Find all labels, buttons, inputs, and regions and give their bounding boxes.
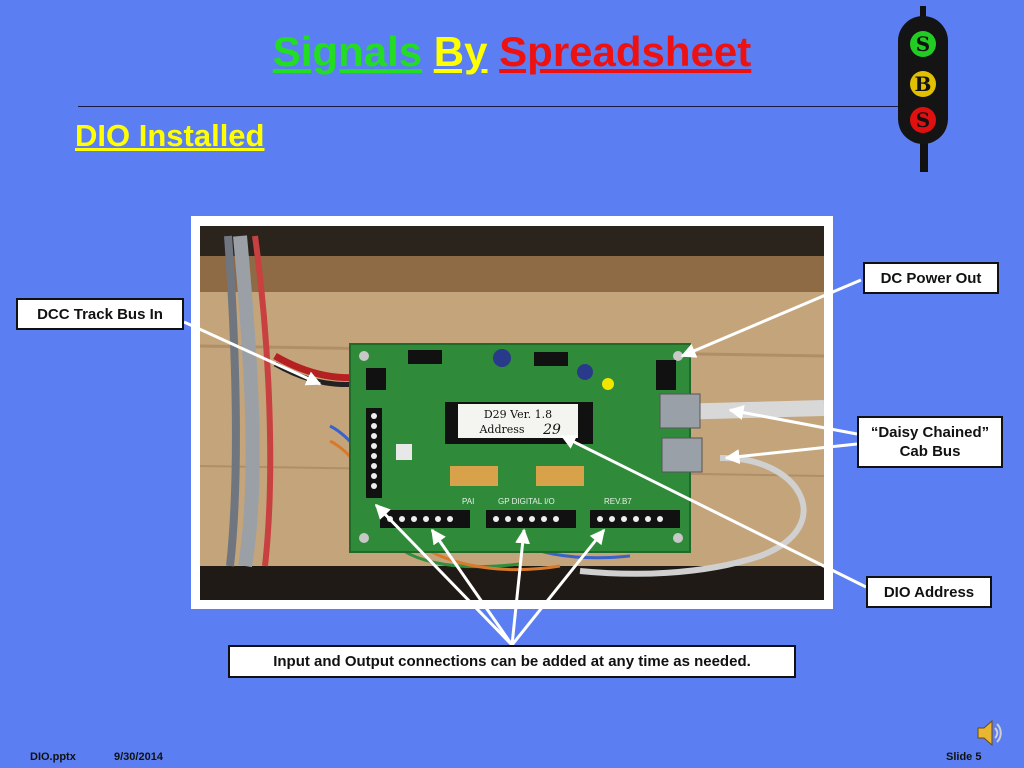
callout-daisy-line1: “Daisy Chained”	[870, 424, 990, 441]
slide-title: Signals By Spreadsheet	[0, 28, 1024, 76]
chip-label-line2: Address	[478, 423, 524, 436]
title-word-by: By	[433, 28, 488, 75]
callout-dc-power-out: DC Power Out	[863, 262, 999, 294]
footer-date: 9/30/2014	[114, 751, 163, 763]
chip-label-line1: D29 Ver. 1.8	[484, 408, 552, 421]
title-word-spreadsheet: Spreadsheet	[499, 28, 752, 75]
callout-io-connections: Input and Output connections can be adde…	[228, 645, 796, 678]
callout-dio-address: DIO Address	[866, 576, 992, 608]
slide-subtitle: DIO Installed	[75, 118, 265, 153]
callout-daisy-chained-cab-bus: “Daisy Chained” Cab Bus	[857, 416, 1003, 468]
footer-filename: DIO.pptx	[30, 751, 76, 763]
logo-letter-s-bottom: S	[916, 108, 930, 132]
callout-daisy-line2: Cab Bus	[899, 443, 961, 460]
board-text-rev: REV.B7	[604, 497, 632, 506]
footer-slide-number: Slide 5	[946, 751, 982, 763]
title-word-signals: Signals	[272, 28, 423, 75]
logo-letter-s-top: S	[916, 32, 930, 56]
board-text-gp: GP DIGITAL I/O	[498, 497, 555, 506]
title-divider	[78, 106, 902, 107]
dio-board-illustration: D29 Ver. 1.8 Address 29 PAI GP DIGITAL I…	[200, 226, 824, 600]
chip-label-value: 29	[542, 422, 561, 438]
speaker-icon[interactable]	[974, 718, 1002, 748]
callout-dcc-track-bus-in: DCC Track Bus In	[16, 298, 184, 330]
dio-board-photo: D29 Ver. 1.8 Address 29 PAI GP DIGITAL I…	[200, 226, 824, 600]
board-text-pai: PAI	[462, 497, 474, 506]
traffic-signal-icon: S B S	[898, 6, 948, 172]
logo-letter-b: B	[915, 72, 932, 96]
